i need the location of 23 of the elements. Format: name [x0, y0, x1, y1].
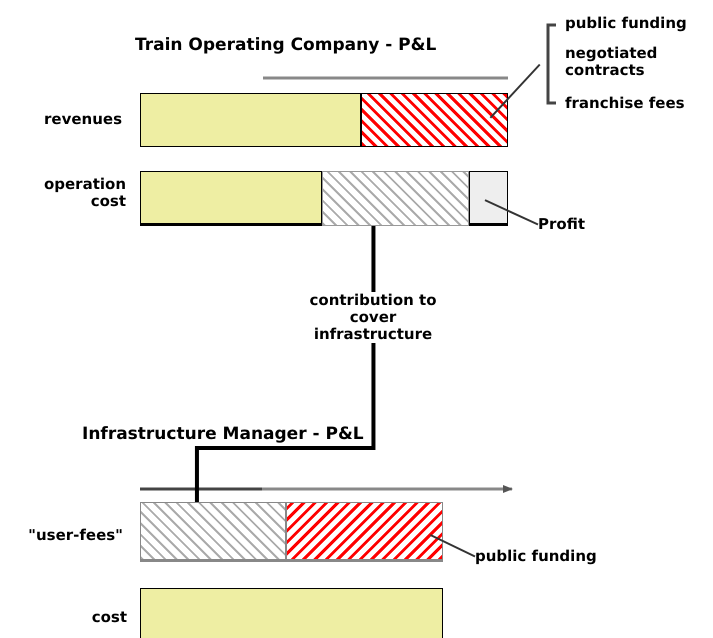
- profit-bar-segment: [469, 171, 508, 226]
- revenue-bar-segment: [140, 93, 361, 147]
- hatched-bar-segment: [361, 93, 508, 147]
- chart-title: Infrastructure Manager - P&L: [82, 426, 364, 443]
- hatched-bar-segment: [140, 502, 286, 562]
- row-label: cost: [90, 609, 127, 626]
- hatched-bar-segment: [322, 171, 469, 226]
- row-label: "user-fees": [27, 527, 123, 544]
- row-label: operation cost: [42, 176, 126, 210]
- cost-bar: [140, 588, 443, 638]
- hatched-bar-segment: [286, 502, 443, 562]
- leader-line: [490, 64, 540, 119]
- callout-text: franchise fees: [565, 95, 686, 112]
- chart-title: Train Operating Company - P&L: [135, 37, 436, 54]
- row-label: revenues: [43, 111, 122, 128]
- callout-text: public funding: [475, 548, 597, 565]
- connector-line: [194, 226, 376, 502]
- callout-text: Profit: [538, 216, 585, 233]
- callout-text: negotiated contracts: [565, 45, 658, 79]
- leader-line: [430, 534, 476, 558]
- callout-text: public funding: [565, 15, 688, 32]
- cost-bar-segment: [140, 171, 322, 226]
- leader-line: [484, 199, 538, 226]
